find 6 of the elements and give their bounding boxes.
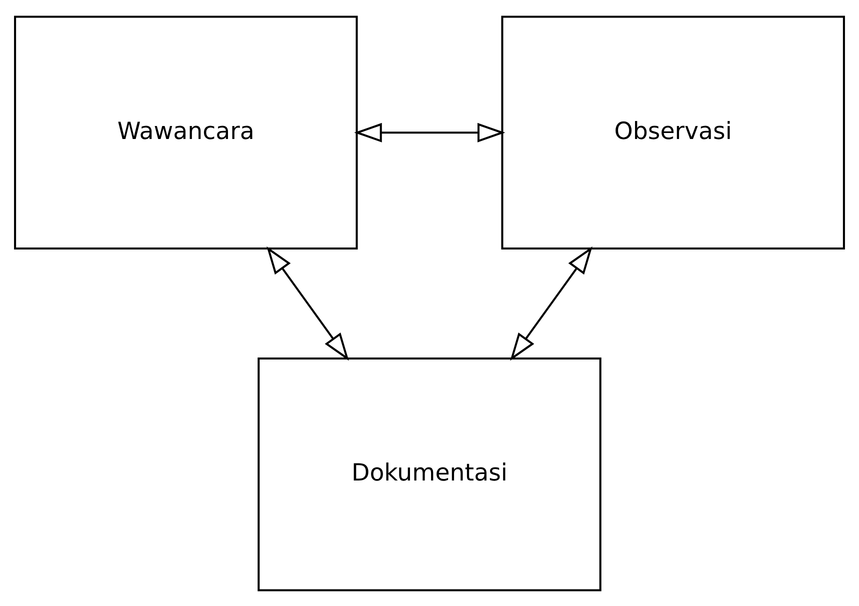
node-box: Dokumentasi: [258, 356, 602, 591]
arrow: [354, 122, 506, 142]
node-box: Wawancara: [14, 15, 358, 250]
arrow: [266, 246, 349, 360]
arrow: [510, 246, 592, 360]
node-box: Observasi: [501, 15, 845, 250]
